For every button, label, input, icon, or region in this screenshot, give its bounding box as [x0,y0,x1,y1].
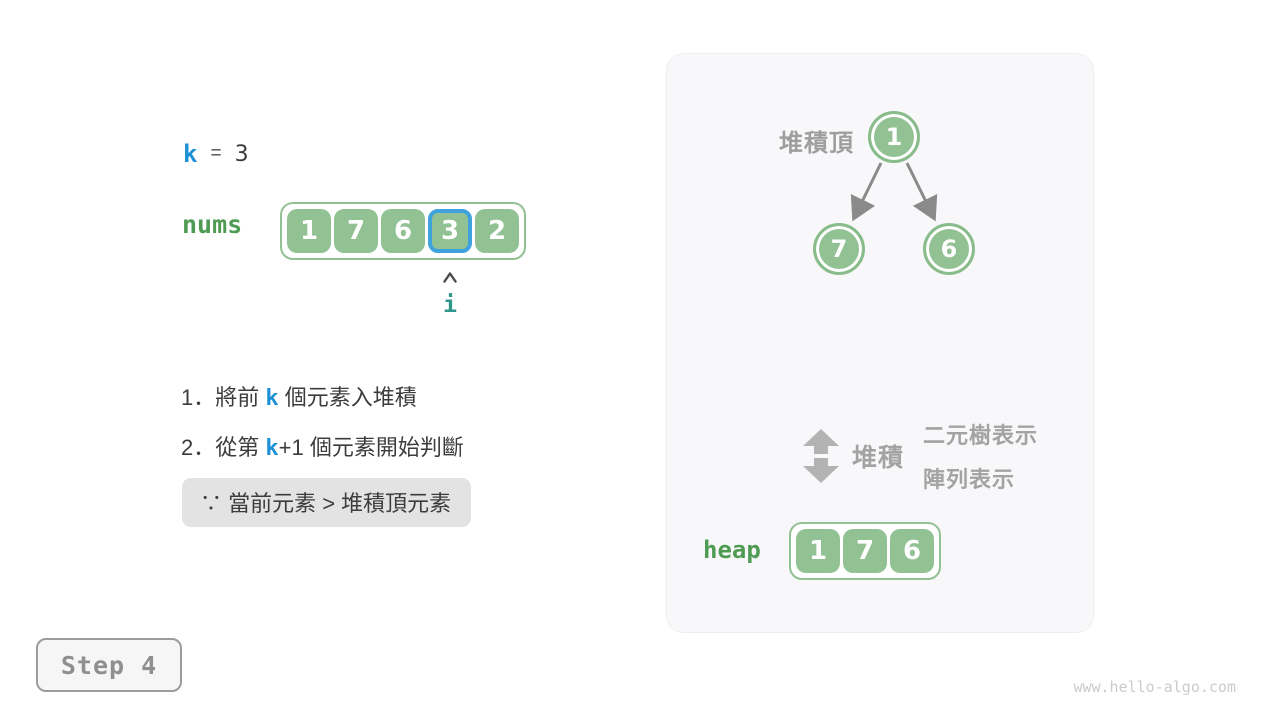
heap-cell-2: 6 [890,529,934,573]
heap-cell-1: 7 [843,529,887,573]
k-assignment: k = 3 [183,140,249,168]
step-2-suffix: 個元素開始判斷 [303,435,464,460]
index-pointer-caret-icon [443,270,457,283]
step-2-plus-one: +1 [278,435,304,460]
heap-array: 1 7 6 [789,522,941,580]
step-1-prefix: 1．將前 [181,385,266,410]
heap-legend-label: 堆積 [852,444,905,472]
heap-array-label: heap [703,536,761,564]
step-2-k-token: k [265,436,279,461]
array-representation-label: 陣列表示 [923,467,1016,492]
k-variable: k [183,140,198,168]
step-2-prefix: 2．從第 [181,435,266,460]
nums-array: 1 7 6 3 2 [280,202,526,260]
heap-visualization-panel: 堆積頂 1 7 6 堆積 二元樹表示 陣列表示 heap 1 7 6 [666,53,1094,633]
condition-callout: ∵ 當前元素 > 堆積頂元素 [182,478,472,527]
nums-cell-4: 2 [475,209,519,253]
step-1-k-token: k [265,386,279,411]
tree-node-root: 1 [868,111,920,163]
tree-node-left: 7 [813,223,865,275]
equals-sign: = [210,143,222,164]
heap-top-label: 堆積頂 [779,130,854,157]
step-counter-badge: Step 4 [36,638,182,692]
step-1-text: 1．將前 k 個元素入堆積 [181,380,417,412]
heap-cell-0: 1 [796,529,840,573]
k-value: 3 [234,141,249,167]
step-1-suffix: 個元素入堆積 [278,385,417,410]
index-pointer-label: i [443,292,457,318]
step-2-text: 2．從第 k+1 個元素開始判斷 [181,430,464,462]
nums-cell-3-highlighted: 3 [428,209,472,253]
nums-cell-1: 7 [334,209,378,253]
nums-cell-0: 1 [287,209,331,253]
website-watermark: www.hello-algo.com [1073,678,1236,696]
nums-array-label: nums [182,210,243,239]
tree-node-right: 6 [923,223,975,275]
tree-representation-label: 二元樹表示 [923,423,1039,448]
nums-cell-2: 6 [381,209,425,253]
up-down-arrow-icon [801,428,841,484]
tree-edge-arrows [850,162,938,222]
